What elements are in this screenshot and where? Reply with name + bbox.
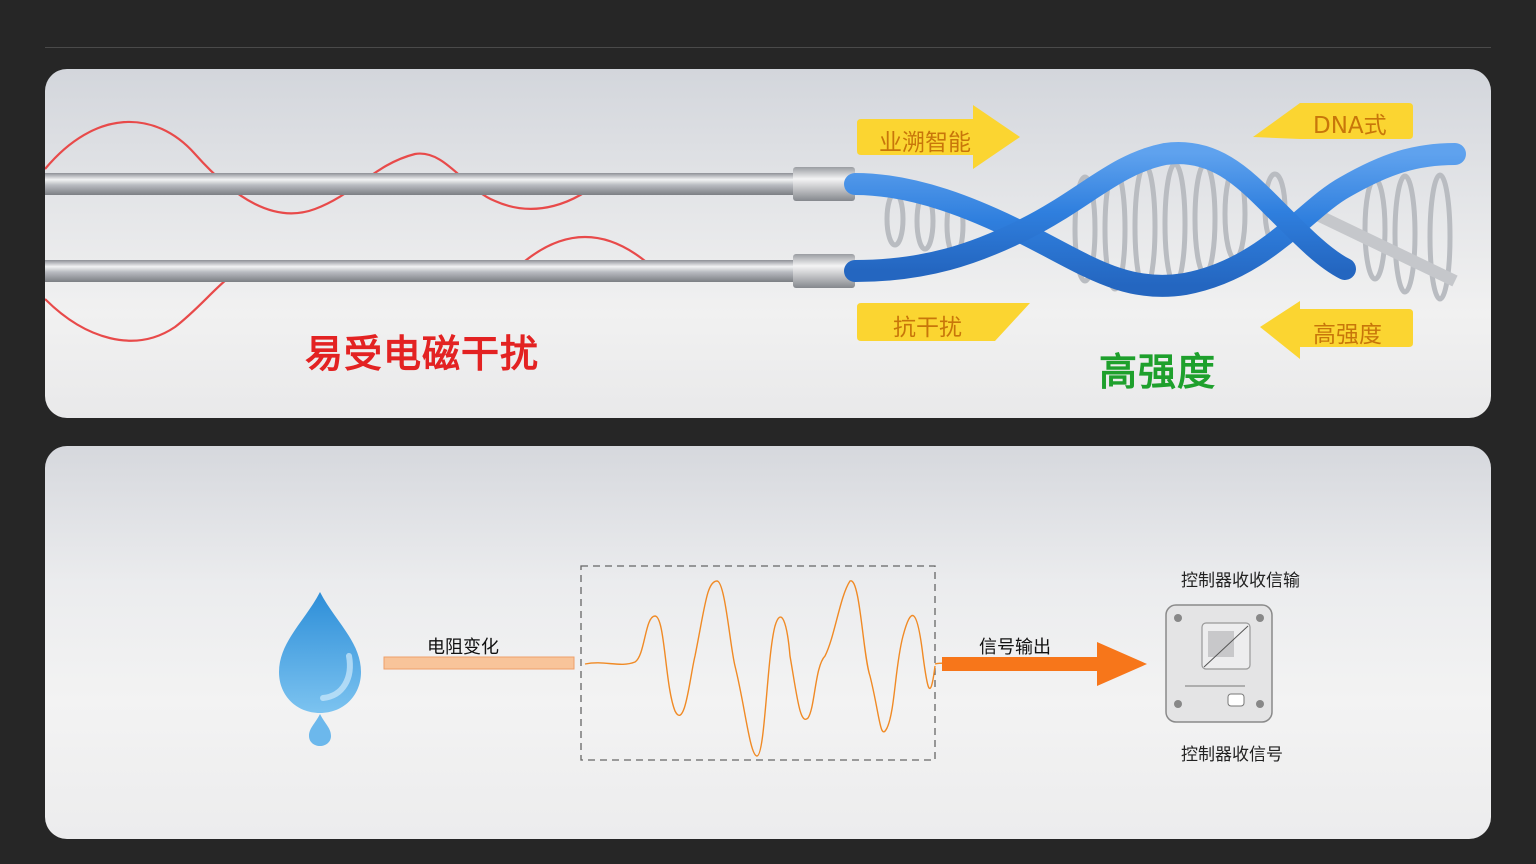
controller-bottom-label: 控制器收信号 (1181, 745, 1283, 765)
strength-caption: 高强度 (1099, 350, 1217, 394)
arrow-right-icon (857, 105, 1020, 169)
resistance-bar (383, 656, 575, 670)
tag-dna: DNA式 (1313, 113, 1387, 139)
arrow-right-icon (857, 303, 1030, 341)
probe-illustration (45, 120, 1466, 342)
resistance-change-label: 电阻变化 (427, 637, 499, 658)
arrow-right-icon (942, 642, 1147, 686)
signal-output-label: 信号输出 (979, 637, 1051, 658)
controller-top-label: 控制器收收信输 (1181, 571, 1300, 591)
tag-brand: 业溯智能 (879, 130, 971, 156)
top-panel: 业溯智能 DNA式 抗干扰 高强度 易受电磁干扰 高强度 (45, 69, 1491, 418)
interference-caption: 易受电磁干扰 (305, 332, 540, 376)
waveform-icon (584, 580, 986, 757)
tag-anti-interference: 抗干扰 (893, 315, 962, 341)
steel-rods (45, 167, 855, 288)
bottom-panel: 电阻变化 信号输出 控制器收收信输 控制器收信号 (45, 446, 1491, 839)
blue-cable (844, 142, 1466, 297)
top-divider (45, 47, 1491, 48)
water-drop-icon (279, 592, 361, 746)
controller-device-icon (1165, 604, 1273, 723)
arrow-left-icon (1253, 103, 1413, 139)
waveform-frame (580, 565, 936, 761)
tag-high-strength: 高强度 (1313, 322, 1382, 348)
feature-tags (857, 103, 1413, 359)
arrow-left-icon (1260, 301, 1413, 359)
